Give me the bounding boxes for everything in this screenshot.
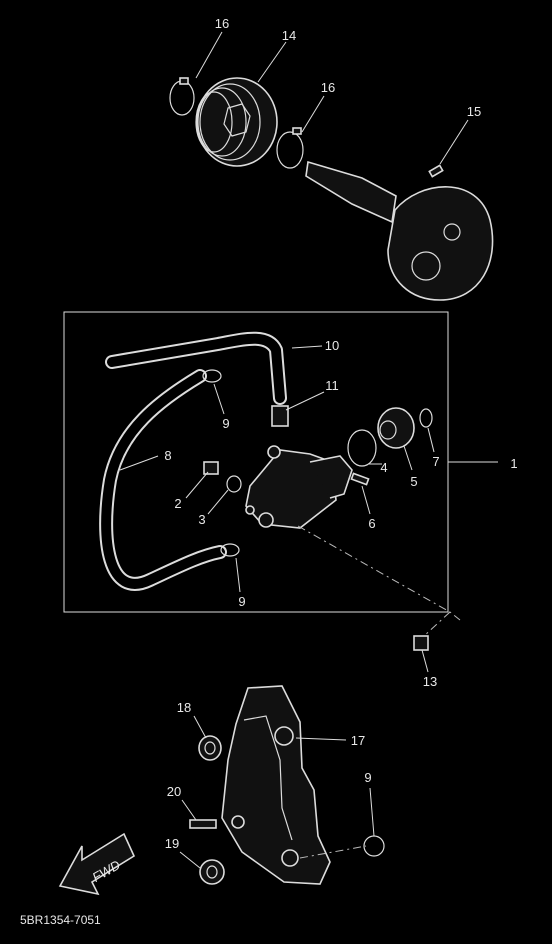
callout-16-top-right: 16 [321, 80, 335, 95]
washer-3 [226, 475, 242, 493]
callout-16-top-left: 16 [215, 16, 229, 31]
callout-8: 8 [164, 448, 171, 463]
callout-20: 20 [167, 784, 181, 799]
circlip-16-left [169, 77, 195, 116]
clip-9-bottom [363, 835, 385, 857]
callout-10: 10 [325, 338, 339, 353]
callout-17: 17 [351, 733, 365, 748]
circlip-16-right [276, 127, 304, 169]
callout-9-bottom: 9 [364, 770, 371, 785]
callout-18: 18 [177, 700, 191, 715]
callout-4: 4 [380, 460, 387, 475]
bolt-20 [189, 819, 217, 829]
gear-14 [195, 77, 278, 167]
joint-11 [271, 405, 289, 427]
pipe-10 [105, 331, 287, 405]
callout-14: 14 [282, 28, 296, 43]
hose-8 [99, 369, 227, 591]
circlip-7 [419, 408, 433, 428]
callout-5: 5 [410, 474, 417, 489]
pump-gear-5 [377, 407, 415, 449]
grommet-18 [198, 735, 222, 761]
bolt-2 [203, 461, 219, 475]
callout-7: 7 [432, 454, 439, 469]
hose-clip-9-upper [202, 369, 222, 383]
pin-6 [350, 472, 370, 486]
callout-19: 19 [165, 836, 179, 851]
callout-11: 11 [325, 378, 339, 393]
callout-6: 6 [368, 516, 375, 531]
fwd-arrow: FWD [58, 832, 136, 896]
grommet-19 [199, 859, 225, 885]
cover-plate [221, 685, 331, 885]
callout-2: 2 [174, 496, 181, 511]
drawing-code: 5BR1354-7051 [20, 913, 101, 927]
callout-13: 13 [423, 674, 437, 689]
crankshaft [305, 160, 494, 301]
bolt-13 [413, 635, 429, 651]
hose-clip-9-lower [220, 543, 240, 557]
o-ring-4 [347, 429, 377, 467]
callout-15: 15 [467, 104, 481, 119]
callout-9-upper: 9 [222, 416, 229, 431]
callout-1: 1 [510, 456, 517, 471]
callout-9-lower: 9 [238, 594, 245, 609]
oil-pump-body [245, 445, 353, 529]
callout-3: 3 [198, 512, 205, 527]
